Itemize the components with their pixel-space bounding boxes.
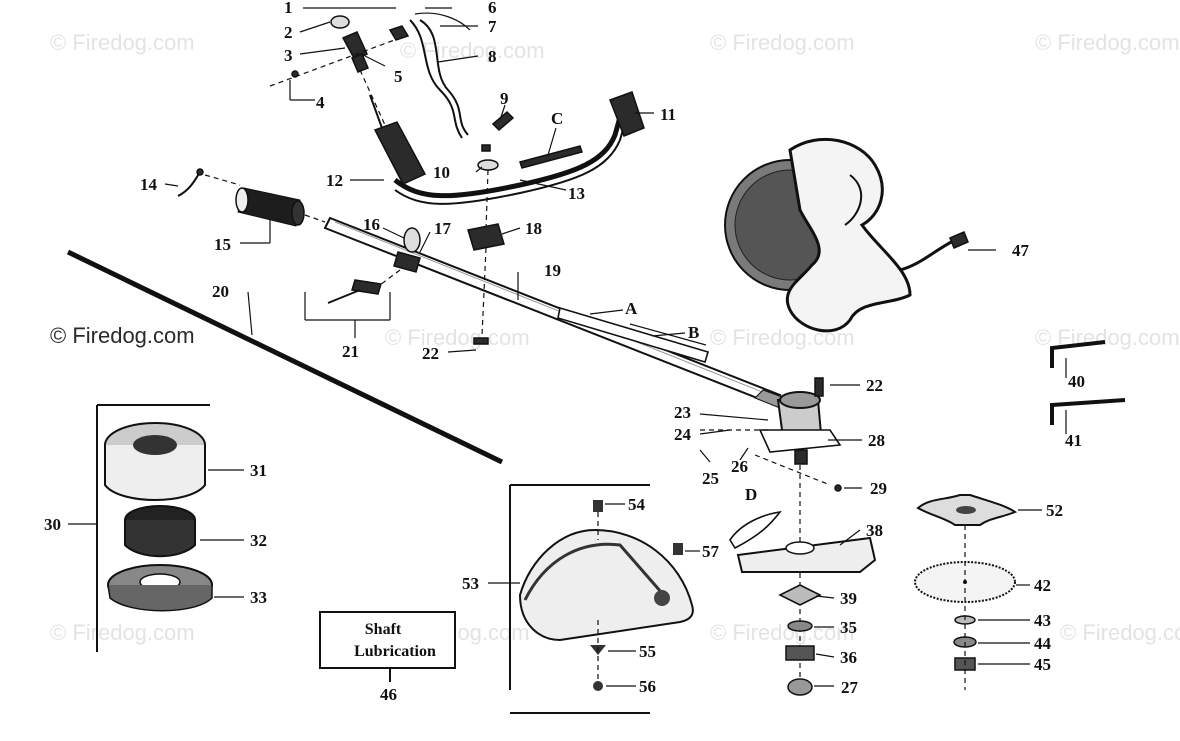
- callout-53: 53: [462, 574, 479, 593]
- blade-hardware-drawing: [778, 584, 822, 696]
- callout-32: 32: [250, 531, 267, 550]
- callout-25: 25: [702, 469, 719, 488]
- letter-D: D: [745, 485, 757, 504]
- callout-43: 43: [1034, 611, 1051, 630]
- drive-shaft-20-drawing: [66, 249, 504, 465]
- shaft-box-line1: Shaft: [365, 621, 402, 638]
- callout-36: 36: [840, 648, 857, 667]
- watermark: © Firedog.com: [710, 620, 855, 645]
- callout-19: 19: [544, 261, 561, 280]
- callout-13: 13: [568, 184, 585, 203]
- throttle-cables-drawing: [409, 12, 471, 139]
- callout-21: 21: [342, 342, 359, 361]
- watermark-dark: © Firedog.com: [50, 323, 195, 348]
- watermark: © Firedog.com: [710, 30, 855, 55]
- callout-3: 3: [284, 46, 293, 65]
- callout-20: 20: [212, 282, 229, 301]
- callout-54: 54: [628, 495, 646, 514]
- callout-46: 46: [380, 685, 397, 704]
- callout-24: 24: [674, 425, 692, 444]
- callout-6: 6: [488, 0, 497, 17]
- callout-18: 18: [525, 219, 542, 238]
- blade-42-drawing: [914, 494, 1018, 690]
- callout-labels: 1 2 3 4 5 6 7 8 9 10 11 12 13 14 15 16 1…: [44, 0, 1085, 704]
- gearhead-drawing: [700, 377, 842, 690]
- callout-56: 56: [639, 677, 656, 696]
- letter-C: C: [551, 109, 563, 128]
- callout-8: 8: [488, 47, 497, 66]
- callout-57: 57: [702, 542, 720, 561]
- callout-26: 26: [731, 457, 748, 476]
- callout-31: 31: [250, 461, 267, 480]
- callout-41: 41: [1065, 431, 1082, 450]
- part-15-grip-drawing: [235, 187, 326, 227]
- callout-7: 7: [488, 17, 497, 36]
- callout-27: 27: [841, 678, 859, 697]
- brackets-40-41-drawing: [1050, 340, 1126, 425]
- bracket-21-drawing: [327, 227, 421, 304]
- part-14-axis: [204, 174, 241, 186]
- callout-22: 22: [866, 376, 883, 395]
- throttle-assembly-drawing: [269, 15, 410, 126]
- callout-55: 55: [639, 642, 656, 661]
- callout-38: 38: [866, 521, 883, 540]
- watermark: © Firedog.com: [50, 30, 195, 55]
- callout-47: 47: [1012, 241, 1030, 260]
- callout-5: 5: [394, 67, 403, 86]
- harness-47-drawing: [724, 137, 969, 333]
- callout-16: 16: [363, 215, 380, 234]
- callout-9: 9: [500, 89, 509, 108]
- guard-53-drawing: [509, 484, 694, 714]
- callout-29: 29: [870, 479, 887, 498]
- callout-23: 23: [674, 403, 691, 422]
- watermark: © Firedog.com: [1035, 30, 1180, 55]
- main-shaft-drawing: [323, 216, 786, 411]
- callout-17: 17: [434, 219, 452, 238]
- watermark: © Firedog.com: [385, 325, 530, 350]
- part-14-drawing: [177, 171, 201, 197]
- callout-42: 42: [1034, 576, 1051, 595]
- part-22-axis: [481, 247, 487, 337]
- callout-33: 33: [250, 588, 267, 607]
- shaft-lubrication-box: Shaft Lubrication: [319, 611, 456, 682]
- callout-40: 40: [1068, 372, 1085, 391]
- callout-1: 1: [284, 0, 293, 17]
- callout-10: 10: [433, 163, 450, 182]
- callout-14: 14: [140, 175, 158, 194]
- part-14-end: [196, 168, 204, 176]
- trimmer-head-drawing: [96, 404, 213, 652]
- callout-52: 52: [1046, 501, 1063, 520]
- handle-clamp-drawing: [467, 110, 515, 251]
- watermark: © Firedog.com: [50, 620, 195, 645]
- watermark: © Firedog.com: [1060, 620, 1180, 645]
- callout-11: 11: [660, 105, 676, 124]
- callout-12: 12: [326, 171, 343, 190]
- part-22-screw-drawing: [473, 337, 489, 345]
- callout-2: 2: [284, 23, 293, 42]
- callout-30: 30: [44, 515, 61, 534]
- callout-15: 15: [214, 235, 231, 254]
- callout-39: 39: [840, 589, 857, 608]
- letter-B: B: [688, 323, 699, 342]
- callout-4: 4: [316, 93, 325, 112]
- shaft-box-line2: Lubrication: [354, 643, 436, 660]
- callout-35: 35: [840, 618, 857, 637]
- callout-28: 28: [868, 431, 885, 450]
- handlebar-drawing: [369, 91, 645, 205]
- letter-A: A: [625, 299, 638, 318]
- callout-45: 45: [1034, 655, 1051, 674]
- callout-22: 22: [422, 344, 439, 363]
- leader-lines: [68, 7, 1067, 687]
- guard-38-drawing: [729, 510, 877, 573]
- callout-44: 44: [1034, 634, 1052, 653]
